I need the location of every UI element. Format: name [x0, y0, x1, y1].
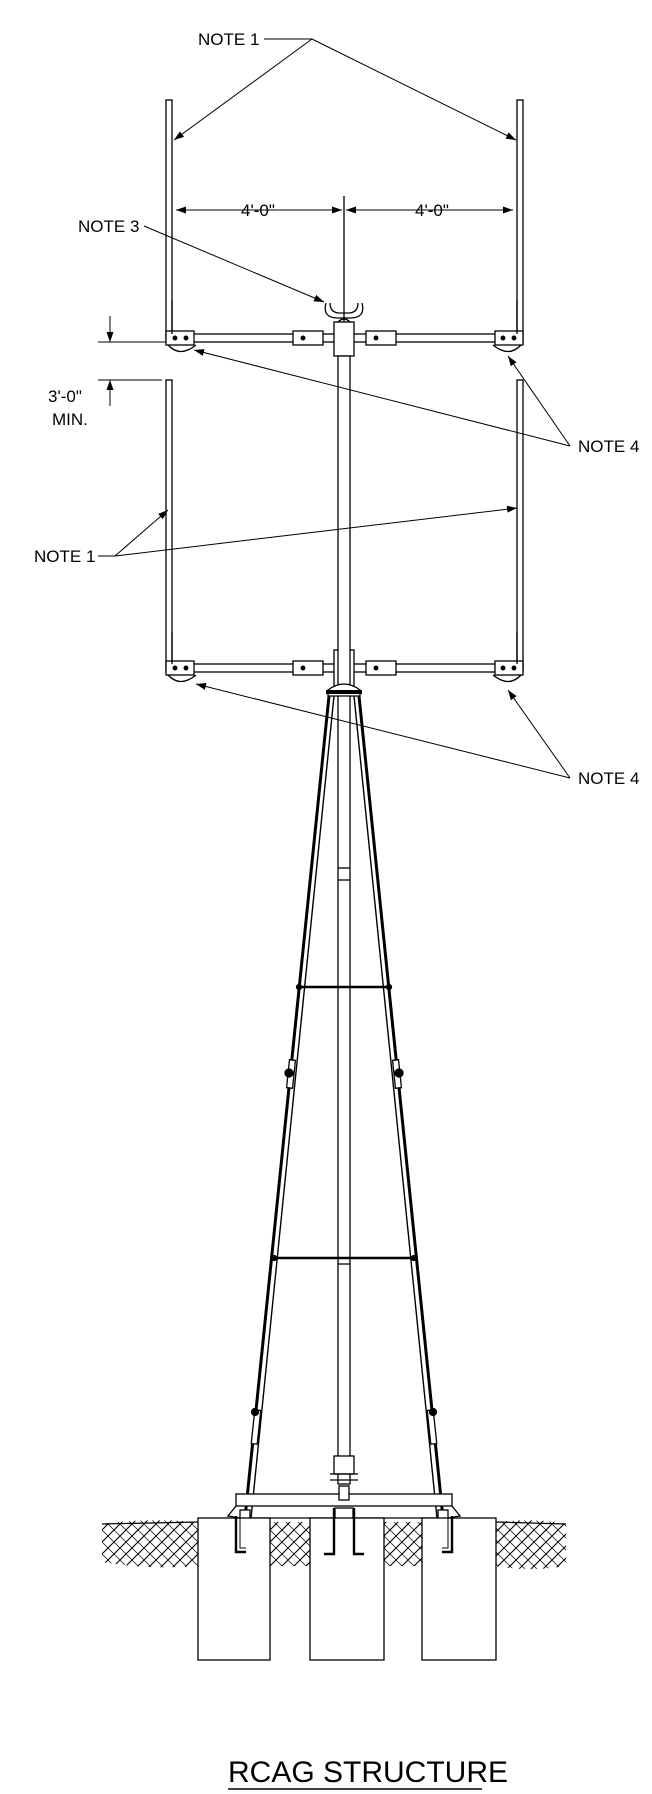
label-note1-top: NOTE 1	[198, 30, 259, 49]
upper-antenna-array	[165, 99, 524, 357]
tripod-legs	[243, 690, 445, 1519]
label-note4-upper: NOTE 4	[578, 437, 639, 456]
dimensions	[98, 206, 513, 406]
base	[226, 1485, 462, 1521]
labels: NOTE 1 NOTE 3 4'-0" 4'-0" 3'-0" MIN. NOT…	[34, 30, 639, 1789]
label-note3: NOTE 3	[78, 217, 139, 236]
lower-right-dipole	[516, 379, 524, 669]
mast-pole	[337, 355, 351, 1485]
label-note1-mid: NOTE 1	[34, 547, 95, 566]
right-leg-outer	[357, 695, 445, 1519]
label-dim-vertical: 3'-0"	[48, 387, 82, 406]
foundation-left	[197, 1517, 271, 1661]
left-leg-inner	[250, 695, 335, 1519]
foundation-right	[421, 1517, 497, 1661]
foundation-center	[309, 1517, 385, 1661]
label-dim-left: 4'-0"	[241, 201, 275, 220]
upper-hub	[333, 321, 355, 357]
lower-left-dipole	[165, 379, 173, 669]
label-dim-right: 4'-0"	[415, 201, 449, 220]
mast	[327, 355, 361, 1485]
upper-right-dipole	[516, 99, 524, 336]
label-note4-lower: NOTE 4	[578, 769, 639, 788]
drawing-title: RCAG STRUCTURE	[228, 1756, 508, 1789]
right-leg-inner	[353, 695, 438, 1519]
left-leg-outer	[243, 695, 331, 1519]
leaders	[98, 38, 571, 779]
ground-hatching	[101, 1520, 567, 1569]
foundations	[197, 1508, 497, 1661]
upper-left-dipole	[165, 99, 173, 336]
label-dim-vertical-min: MIN.	[52, 410, 88, 429]
lower-antenna-array	[165, 379, 524, 691]
